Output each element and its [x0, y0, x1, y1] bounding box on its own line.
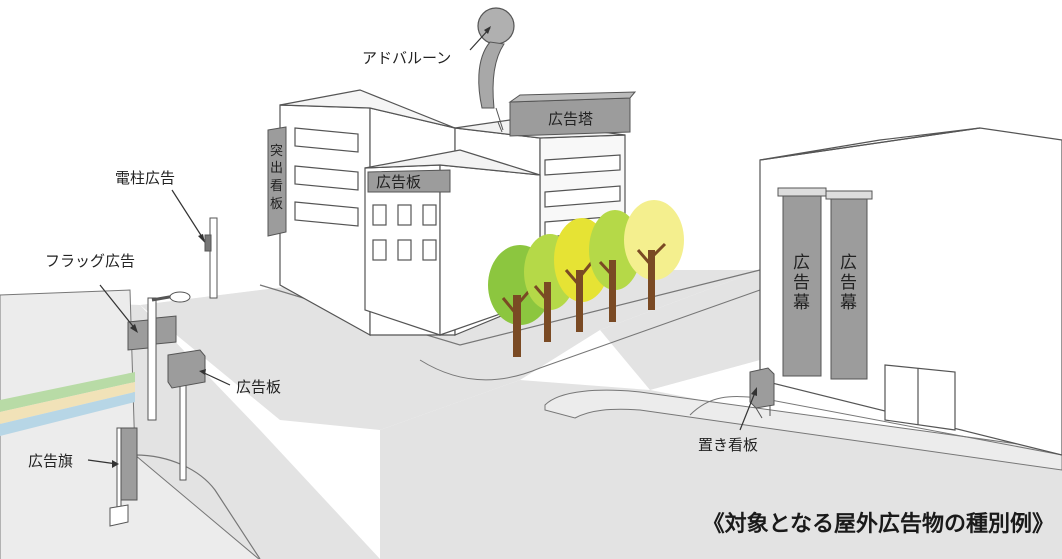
- projecting-sign-char-2: 出: [270, 161, 283, 176]
- utility-pole: [204, 217, 218, 299]
- street-signboard: [167, 349, 206, 481]
- projecting-sign-char-1: 突: [270, 143, 283, 159]
- road-edge: [419, 289, 761, 381]
- banner-left-char-3: 幕: [793, 293, 810, 313]
- ad-flag-label: 広告旗: [28, 452, 73, 470]
- tree-5: [624, 200, 684, 310]
- sidewalk-left: [0, 289, 261, 559]
- standing-sign: [749, 367, 775, 419]
- banner-right-char-1: 広: [840, 253, 857, 273]
- utility-pole-ad-label: 電柱広告: [115, 169, 175, 187]
- ad-flag-callout: 広告旗: [28, 452, 119, 470]
- banner-left: 広 告 幕: [777, 187, 827, 377]
- building-signboard-label: 広告板: [376, 173, 421, 191]
- ad-tower-label: 広告塔: [548, 110, 593, 128]
- projecting-sign-char-4: 板: [270, 197, 283, 212]
- figure-caption: 《対象となる屋外広告物の種別例》: [702, 512, 1054, 537]
- flag-ad-label: フラッグ広告: [45, 252, 135, 270]
- trees: [488, 200, 684, 357]
- ad-balloon: [477, 7, 515, 131]
- ad-balloon-callout: アドバルーン: [362, 26, 491, 67]
- banner-right: 広 告 幕: [825, 190, 873, 380]
- building-signboard: 広告板: [367, 169, 451, 193]
- projecting-signboard: 突 出 看 板: [267, 126, 287, 237]
- ad-tower: 広告塔: [497, 91, 637, 137]
- banner-left-char-2: 告: [793, 273, 810, 293]
- street-signboard-label: 広告板: [236, 378, 281, 396]
- street-signboard-callout: 広告板: [199, 369, 281, 396]
- utility-pole-ad-callout: 電柱広告: [115, 169, 205, 243]
- ad-flag: [109, 427, 138, 527]
- standing-sign-callout: 置き看板: [698, 387, 758, 454]
- banner-right-char-3: 幕: [840, 293, 857, 313]
- standing-sign-label: 置き看板: [698, 436, 758, 454]
- projecting-sign-char-3: 看: [270, 178, 283, 194]
- flag-ad-callout: フラッグ広告: [45, 252, 138, 333]
- banner-right-char-2: 告: [840, 273, 857, 293]
- street-light: [147, 291, 191, 421]
- banner-left-char-1: 広: [793, 253, 810, 273]
- ad-balloon-label: アドバルーン: [362, 49, 451, 67]
